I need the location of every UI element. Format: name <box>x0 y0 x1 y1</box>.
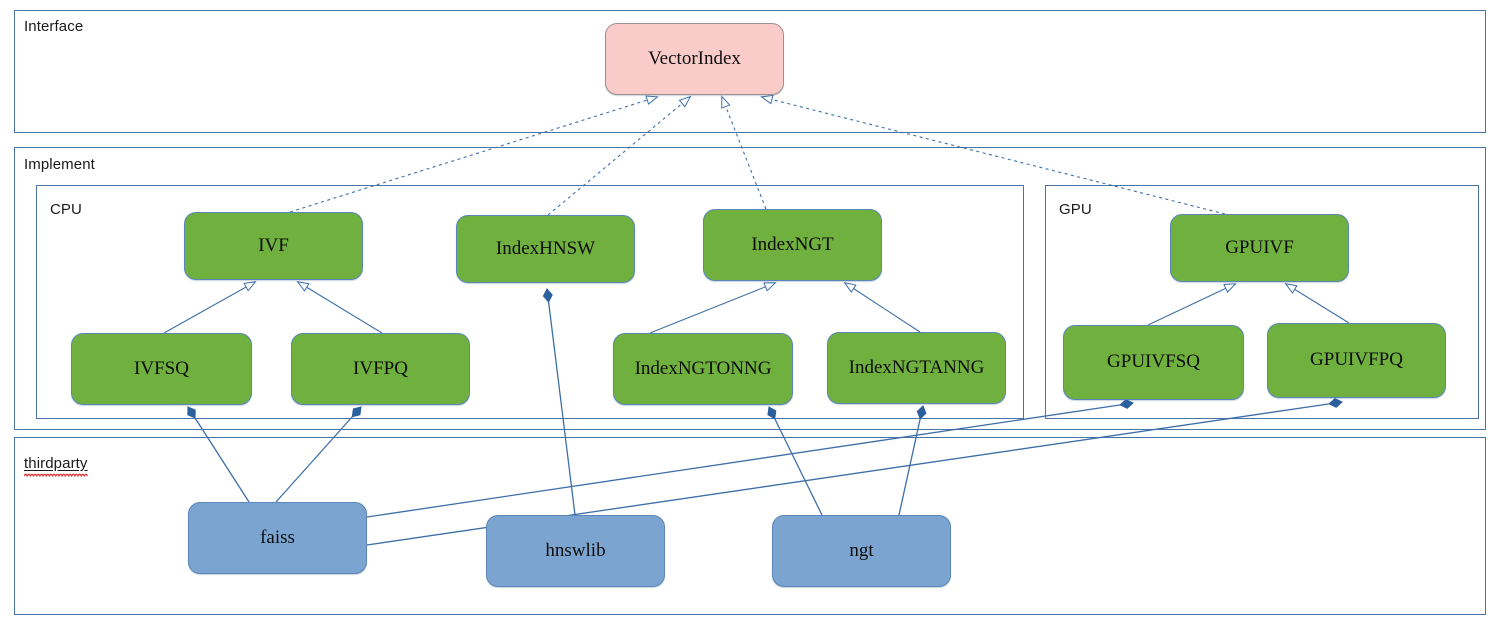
node-label: hnswlib <box>545 539 606 561</box>
node-label: IndexNGTONNG <box>634 357 772 379</box>
node-ngt[interactable]: ngt <box>772 515 951 587</box>
node-indexngt[interactable]: IndexNGT <box>703 209 882 281</box>
node-label: GPUIVFPQ <box>1310 349 1403 371</box>
node-gpuivf[interactable]: GPUIVF <box>1170 214 1349 282</box>
node-gpuivfpq[interactable]: GPUIVFPQ <box>1267 323 1446 398</box>
node-label: IVFSQ <box>134 357 189 379</box>
node-label: GPUIVFSQ <box>1107 351 1200 373</box>
node-gpuivfsq[interactable]: GPUIVFSQ <box>1063 325 1244 400</box>
node-label: IVFPQ <box>353 357 408 379</box>
node-label: IndexNGT <box>751 233 834 255</box>
container-label-implement: Implement <box>24 156 95 173</box>
node-label: IndexNGTANNG <box>848 356 985 378</box>
node-label: GPUIVF <box>1225 236 1294 258</box>
container-label-cpu: CPU <box>50 201 82 218</box>
node-label: IVF <box>258 234 289 256</box>
node-ivf[interactable]: IVF <box>184 212 363 280</box>
node-ivfsq[interactable]: IVFSQ <box>71 333 252 405</box>
node-indexngtanng[interactable]: IndexNGTANNG <box>827 332 1006 404</box>
node-indexngtonng[interactable]: IndexNGTONNG <box>613 333 793 405</box>
node-ivfpq[interactable]: IVFPQ <box>291 333 470 405</box>
node-vectorindex[interactable]: VectorIndex <box>605 23 784 95</box>
container-label-gpu: GPU <box>1059 201 1092 218</box>
node-label: ngt <box>849 539 874 561</box>
spellcheck-squiggle-icon <box>24 473 88 477</box>
node-label: IndexHNSW <box>495 237 596 259</box>
container-label-thirdparty: thirdparty <box>24 455 88 477</box>
node-faiss[interactable]: faiss <box>188 502 367 574</box>
container-label-interface: Interface <box>24 18 84 35</box>
node-hnswlib[interactable]: hnswlib <box>486 515 665 587</box>
node-label: faiss <box>260 526 295 548</box>
node-label: VectorIndex <box>648 47 741 69</box>
node-indexhnsw[interactable]: IndexHNSW <box>456 215 635 283</box>
